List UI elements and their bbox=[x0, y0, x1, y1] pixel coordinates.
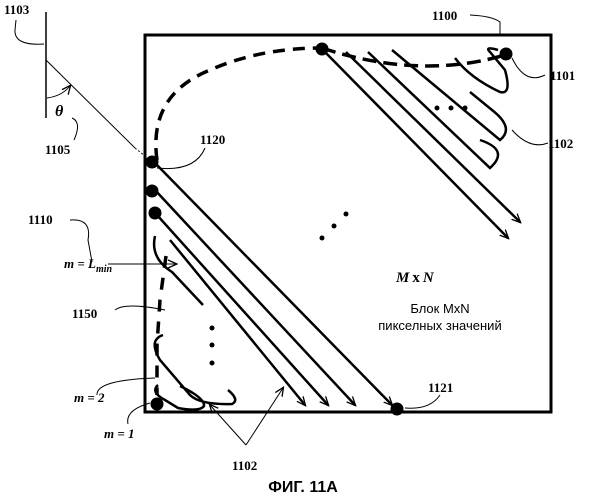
scan-lines-upper bbox=[323, 48, 520, 238]
ref-label-1105: 1105 bbox=[45, 142, 71, 157]
m-equals-lmin: m = Lmin bbox=[64, 256, 113, 275]
m-equals-2: m = 2 bbox=[74, 390, 105, 405]
m-lmin-subscript: min bbox=[96, 264, 113, 275]
m-lmin-text: m = L bbox=[64, 256, 96, 271]
block-description-line1: Блок MxN bbox=[410, 301, 469, 316]
block-n: N bbox=[422, 270, 435, 286]
reference-axis bbox=[15, 12, 145, 156]
m-equals-1: m = 1 bbox=[104, 426, 135, 441]
ref-label-1102-right: 1102 bbox=[548, 136, 573, 151]
ref-label-1150: 1150 bbox=[72, 306, 97, 321]
block-m: M bbox=[395, 270, 410, 286]
sample-points bbox=[146, 43, 513, 416]
ellipsis-dots-lower bbox=[210, 326, 215, 366]
ref-label-1120: 1120 bbox=[200, 132, 225, 147]
scan-order-path-left bbox=[157, 256, 166, 395]
block-x: x bbox=[412, 270, 420, 286]
ref-label-1103: 1103 bbox=[4, 2, 30, 17]
ref-label-1100: 1100 bbox=[432, 8, 457, 23]
ref-label-1101: 1101 bbox=[550, 68, 575, 83]
angle-theta: θ bbox=[55, 103, 64, 120]
figure-caption: ФИГ. 11А bbox=[268, 479, 338, 496]
ellipsis-dots-center bbox=[320, 212, 349, 241]
ref-label-1102-bottom: 1102 bbox=[232, 458, 257, 473]
pixel-block-outline bbox=[145, 35, 551, 412]
ref-label-1110: 1110 bbox=[28, 212, 53, 227]
block-description-line2: пикселных значений bbox=[378, 318, 501, 333]
ref-label-1121: 1121 bbox=[428, 380, 453, 395]
scan-lines-lower bbox=[154, 163, 392, 410]
block-size-label: MxN bbox=[395, 270, 435, 286]
scan-order-path bbox=[156, 48, 322, 160]
